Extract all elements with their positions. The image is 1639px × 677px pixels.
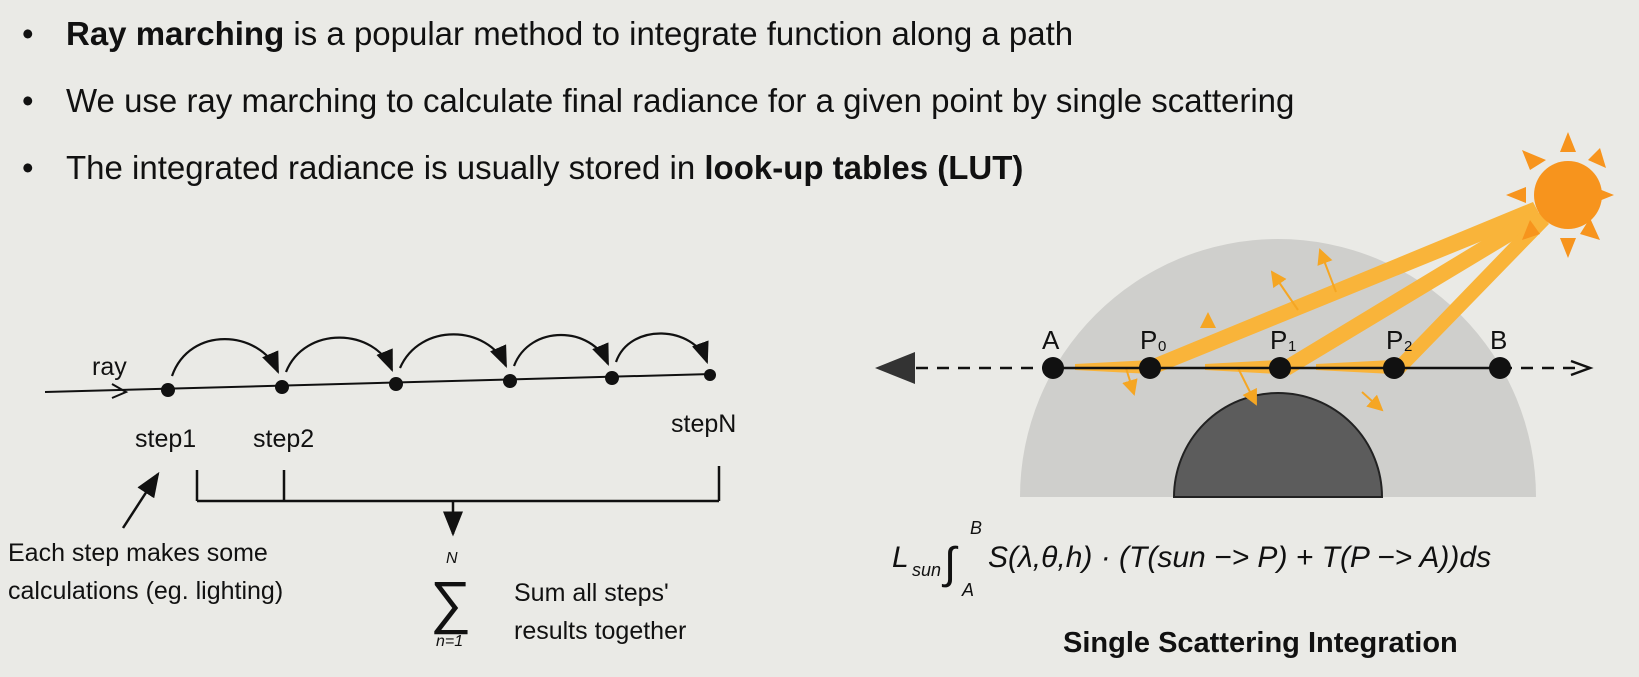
formula-integral-sign: ∫ bbox=[941, 539, 959, 588]
note-line-2: calculations (eg. lighting) bbox=[8, 577, 283, 605]
step-point bbox=[704, 369, 716, 381]
bullet-symbol: • bbox=[22, 149, 34, 186]
step-arc bbox=[614, 332, 709, 365]
step-point bbox=[161, 383, 175, 397]
sum-label-line-2: results together bbox=[514, 617, 686, 645]
bullet-ray-marching: • Ray marching is a popular method to in… bbox=[22, 12, 1294, 79]
bullet-text: is a popular method to integrate functio… bbox=[284, 15, 1074, 52]
bullet-bold-text: look-up tables (LUT) bbox=[704, 149, 1024, 186]
scatter-arrow bbox=[1237, 367, 1257, 406]
label-p1-sub: 1 bbox=[1288, 338, 1296, 355]
label-b: B bbox=[1490, 325, 1507, 355]
diagram-caption: Single Scattering Integration bbox=[1063, 627, 1458, 659]
formula-sun-subscript: sun bbox=[912, 560, 941, 580]
step-points bbox=[161, 369, 716, 397]
bullet-single-scattering: • We use ray marching to calculate final… bbox=[22, 79, 1294, 146]
sun-ray-to-p1 bbox=[1280, 208, 1544, 375]
bullet-text: We use ray marching to calculate final r… bbox=[66, 82, 1295, 119]
bullet-list: • Ray marching is a popular method to in… bbox=[22, 12, 1294, 213]
planet-dome bbox=[1172, 392, 1384, 498]
note-line-1: Each step makes some bbox=[8, 539, 268, 567]
path-right-arrowhead bbox=[1570, 359, 1594, 377]
label-a: A bbox=[1042, 325, 1060, 355]
scatter-arrow bbox=[1122, 367, 1138, 396]
sum-label-line-1: Sum all steps' bbox=[514, 579, 669, 607]
step-arc bbox=[398, 333, 508, 369]
ray-label: ray bbox=[92, 353, 127, 381]
label-p0: P bbox=[1140, 325, 1157, 355]
sum-bracket bbox=[195, 466, 721, 537]
formula-upper-limit: B bbox=[970, 518, 982, 538]
single-scattering-diagram: A P 0 P 1 P 2 B L sun ∫ B bbox=[875, 132, 1614, 659]
formula-body: S(λ,θ,h) · (T(sun −> P) + T(P −> A))ds bbox=[988, 541, 1491, 574]
sun-icon bbox=[1506, 132, 1614, 258]
bullet-text: The integrated radiance is usually store… bbox=[66, 149, 705, 186]
note-arrow bbox=[121, 471, 160, 529]
ray-line bbox=[44, 373, 713, 393]
ray-arrowhead bbox=[111, 383, 129, 399]
bullet-symbol: • bbox=[22, 15, 34, 52]
step-arcs bbox=[170, 332, 709, 377]
step-arc bbox=[512, 334, 610, 367]
point-a bbox=[1042, 357, 1064, 379]
step-arc bbox=[284, 336, 394, 373]
formula-lower-limit: A bbox=[961, 580, 974, 600]
sun-ray-to-p0 bbox=[1150, 202, 1541, 372]
scatter-arrow bbox=[1361, 391, 1384, 412]
point-p0 bbox=[1139, 357, 1161, 379]
scatter-arrows bbox=[1122, 248, 1384, 412]
step-point bbox=[389, 377, 403, 391]
step1-label: step1 bbox=[135, 425, 196, 453]
point-p2 bbox=[1383, 357, 1405, 379]
bullet-symbol: • bbox=[22, 82, 34, 119]
sum-symbol: ∑ bbox=[430, 570, 471, 635]
scatter-arrow bbox=[1270, 270, 1299, 311]
sun-rays bbox=[1150, 202, 1549, 375]
stepN-label: stepN bbox=[671, 410, 736, 438]
label-p2-sub: 2 bbox=[1404, 338, 1412, 355]
step-point bbox=[503, 374, 517, 388]
bullet-bold-text: Ray marching bbox=[66, 15, 285, 52]
sum-upper-limit: N bbox=[446, 550, 458, 567]
ray-marching-diagram: ray step1 step2 stepN Each step makes so… bbox=[8, 332, 736, 650]
scattering-formula: L sun ∫ B A S(λ,θ,h) · (T(sun −> P) + T(… bbox=[892, 518, 1491, 600]
label-p1: P bbox=[1270, 325, 1287, 355]
step-arc bbox=[170, 338, 280, 377]
point-b bbox=[1489, 357, 1511, 379]
step-point bbox=[605, 371, 619, 385]
step-point bbox=[275, 380, 289, 394]
point-p1 bbox=[1269, 357, 1291, 379]
label-p0-sub: 0 bbox=[1158, 338, 1166, 355]
scatter-arrow bbox=[1317, 248, 1337, 293]
step2-label: step2 bbox=[253, 425, 314, 453]
sun-ray-to-p2 bbox=[1392, 212, 1549, 374]
path-left-arrowhead bbox=[875, 352, 915, 384]
bullet-lut: • The integrated radiance is usually sto… bbox=[22, 146, 1294, 213]
label-p2: P bbox=[1386, 325, 1403, 355]
formula-l: L bbox=[892, 541, 909, 574]
sum-lower-limit: n=1 bbox=[436, 633, 463, 650]
